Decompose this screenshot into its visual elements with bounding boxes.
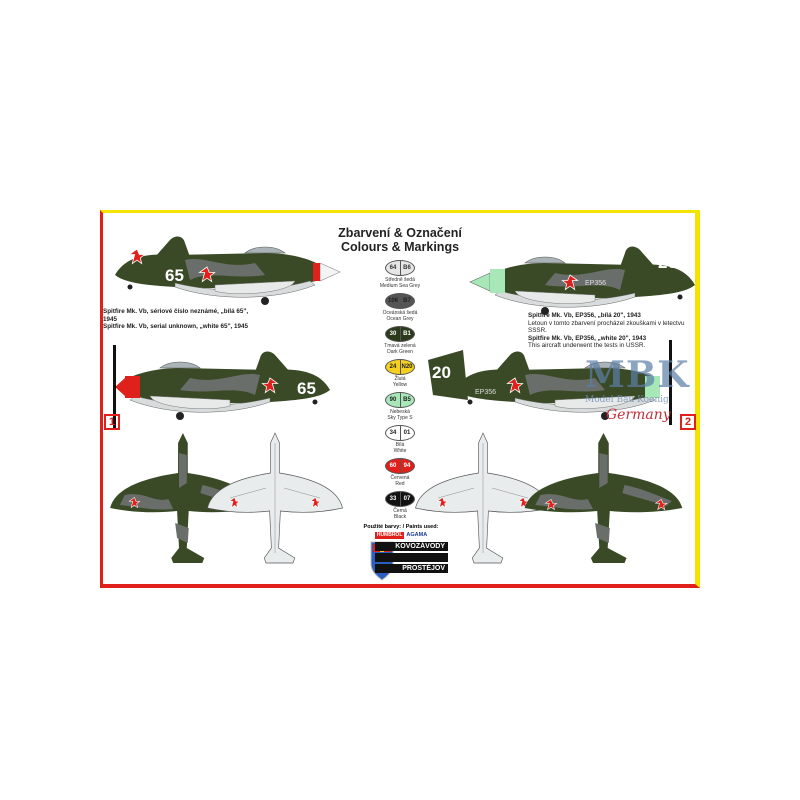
aircraft-profile-right-top (469, 246, 696, 316)
colour-name-en: White (393, 448, 407, 454)
paint-code-b: B7 (403, 298, 411, 304)
caption-line: Spitfire Mk. Vb, serial unknown, „white … (103, 323, 249, 330)
caption-right: Spitfire Mk. Vb, EP356, „bílá 20", 1943 … (528, 312, 684, 350)
aircraft-number: 65 (297, 379, 316, 398)
paint-code-b: B5 (403, 397, 411, 403)
paint-code-a: 30 (389, 331, 397, 337)
caption-left: Spitfire Mk. Vb, sériové číslo neznámé, … (103, 308, 248, 331)
paints-used: Použité barvy: / Paints used: HUMBROL AG… (355, 524, 447, 539)
colour-name-en: Sky Type S (387, 415, 413, 421)
agama-logo: AGAMA (406, 532, 428, 538)
paint-code-b: 01 (403, 430, 411, 436)
title-czech: Zbarvení & Označení (338, 226, 462, 240)
aircraft-serial: EP356 (585, 280, 606, 287)
colour-swatch: 106 B7 (385, 293, 415, 309)
colour-swatch: 60 94 (385, 458, 415, 474)
caption-line: 1945 (103, 315, 118, 323)
caption-line: Spitfire Mk. Vb, sériové číslo neznámé, … (103, 308, 249, 315)
paint-code-a: 64 (389, 265, 397, 271)
colour-name-cz: Černá (393, 508, 407, 514)
mbk-watermark-country: Germany (606, 407, 671, 423)
paint-code-a: 106 (387, 298, 398, 304)
caption-line: SSSR. (528, 327, 547, 334)
paints-label: Použité barvy: / Paints used: (363, 524, 439, 530)
kovozavody-bar: KOVOZÁVODY (375, 542, 448, 551)
colour-name-cz: Červená (390, 475, 410, 481)
paint-code-b: N20 (401, 364, 413, 370)
aircraft-profile-left-mid (113, 345, 331, 430)
colour-name-cz: Oceánská šedá (382, 310, 418, 316)
paint-code-a: 24 (389, 364, 397, 370)
colour-name-en: Red (395, 481, 405, 487)
colour-name-cz: Bílá (395, 442, 405, 448)
colour-swatch: 33 07 (385, 491, 415, 507)
paint-code-b: 07 (403, 496, 411, 502)
mbk-watermark-sub: Model Bau Koenig (585, 395, 669, 405)
colour-name-cz: Nebeská (390, 409, 410, 415)
aircraft-profile-right-mid (454, 340, 672, 425)
aircraft-underside-left (207, 432, 343, 564)
aircraft-number: 20 (658, 253, 677, 272)
blank-bar (375, 553, 448, 562)
aircraft-number: 65 (165, 266, 184, 285)
paint-code-b: 94 (403, 463, 411, 469)
caption-line: Spitfire Mk. Vb, EP356, „bílá 20", 1943 (528, 312, 641, 319)
scheme-number-2: 2 (680, 414, 696, 430)
prostejov-bar: PROSTĚJOV (375, 564, 448, 573)
aircraft-profile-left-top: 65 (114, 236, 341, 306)
colour-swatch: 34 01 (385, 425, 415, 441)
colour-name-en: Dark Green (387, 349, 413, 355)
colour-name-cz: Středně šedá (385, 277, 415, 283)
colour-name-en: Medium Sea Grey (379, 283, 421, 289)
colour-swatch: 30 B1 (385, 326, 415, 342)
colour-swatch: 90 B5 (385, 392, 415, 408)
colour-name-cz: Žlutá (394, 376, 406, 382)
paint-code-a: 33 (389, 496, 397, 502)
caption-line: This aircraft underwent the tests in USS… (528, 342, 646, 349)
colour-swatch: 24 N20 (385, 359, 415, 375)
colour-name-cz: Tmavá zelená (384, 343, 416, 349)
scheme-number-1: 1 (104, 414, 120, 430)
colour-name-en: Ocean Grey (386, 316, 414, 322)
mbk-watermark-logo: MBK (585, 354, 690, 396)
paint-code-b: B1 (403, 331, 411, 337)
paint-code-b: B6 (403, 265, 411, 271)
page-title: Zbarvení & Označení Colours & Markings (320, 226, 480, 254)
aircraft-serial: EP356 (475, 389, 496, 396)
paint-code-a: 60 (389, 463, 397, 469)
colour-name-en: Black (393, 514, 407, 520)
aircraft-top-view-right (524, 433, 683, 563)
caption-line: Letoun v tomto zbarvení procházel zkoušk… (528, 319, 685, 327)
humbrol-logo: HUMBROL (374, 532, 405, 539)
aircraft-number: 20 (432, 363, 451, 382)
paint-code-a: 90 (389, 397, 397, 403)
title-english: Colours & Markings (340, 240, 460, 254)
paint-code-a: 34 (389, 430, 397, 436)
colour-swatch: 64 B6 (385, 260, 415, 276)
caption-line: Spitfire Mk. Vb, EP356, „white 20", 1943 (528, 334, 647, 342)
colour-name-en: Yellow (392, 382, 408, 388)
